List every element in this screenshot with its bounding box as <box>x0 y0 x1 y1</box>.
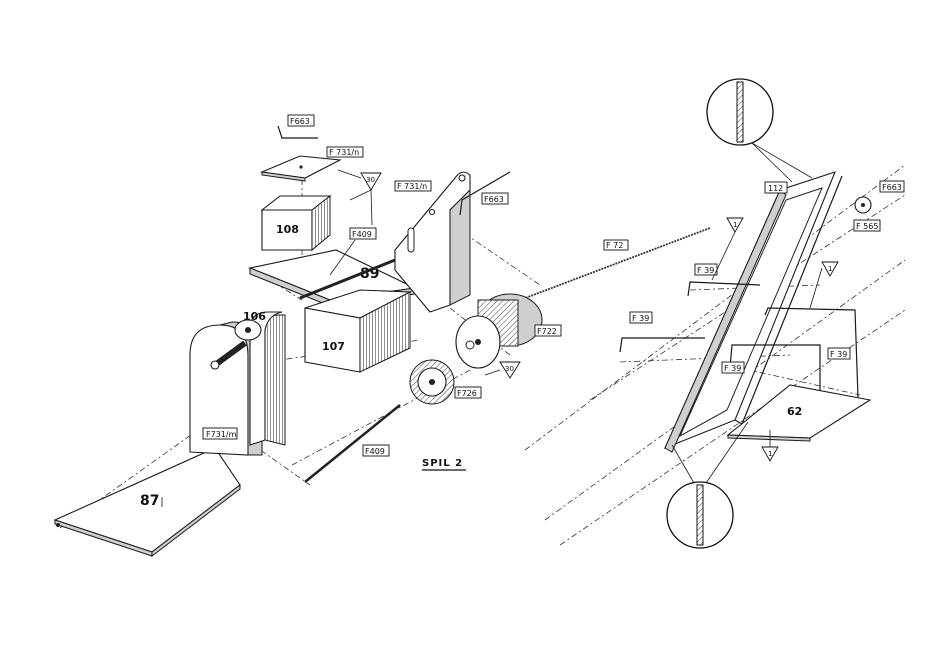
diagram-title: SPIL 2 <box>422 458 463 469</box>
part-f663-hook-a: F663 <box>278 115 318 138</box>
part-f72-rope: F 72 <box>520 228 710 300</box>
label-f72: F 72 <box>606 241 623 250</box>
part-87-board: 87 <box>55 448 240 556</box>
part-f409-rod-bottom: F409 <box>305 405 400 482</box>
svg-text:30: 30 <box>366 176 375 184</box>
part-108-block: 108 <box>262 196 330 250</box>
label-f722: F722 <box>537 327 557 336</box>
part-62-plate: 62 <box>728 385 870 441</box>
part-107-label: 107 <box>322 340 345 353</box>
part-f565-pulley: F663 F 565 <box>854 181 904 231</box>
part-106-label: 106 <box>243 310 266 323</box>
label-f565: F 565 <box>856 222 878 231</box>
label-f39-a: F 39 <box>697 266 714 275</box>
label-f663-b: F663 <box>484 195 504 204</box>
part-112-label: 112 <box>768 184 783 193</box>
qty-marker-1-right: 1 <box>810 262 838 308</box>
svg-text:30: 30 <box>505 365 514 373</box>
svg-text:1: 1 <box>828 265 832 273</box>
part-f731n-label-right: F 731/n <box>395 181 431 191</box>
part-87-label: 87 <box>140 493 159 509</box>
diagram-title-group: SPIL 2 <box>422 458 466 470</box>
label-f39-d: F 39 <box>830 350 847 359</box>
label-f409-bottom: F409 <box>365 447 385 456</box>
svg-text:1: 1 <box>733 221 737 229</box>
label-f663-a: F663 <box>290 117 310 126</box>
label-f39-b: F 39 <box>632 314 649 323</box>
svg-text:1: 1 <box>768 450 772 458</box>
part-62-label: 62 <box>787 405 802 418</box>
detail-circle-top <box>707 79 812 182</box>
qty-marker-1-left: 1 <box>712 218 743 280</box>
label-f39-c: F 39 <box>724 364 741 373</box>
label-f663-c: F663 <box>882 183 902 192</box>
label-f726: F726 <box>457 389 477 398</box>
qty-marker-30-top: 30 <box>338 170 381 225</box>
part-107-block: 107 <box>305 290 410 372</box>
part-f731n-plate: F 731/n <box>262 147 363 181</box>
qty-marker-30-bottom: 30 <box>485 362 520 378</box>
label-f731n-top: F 731/n <box>329 148 359 157</box>
label-f731m: F731/m <box>206 430 237 439</box>
part-f722-winch-drum: F722 <box>456 294 561 368</box>
svg-text:F 731/n: F 731/n <box>397 182 427 191</box>
part-108-label: 108 <box>276 223 299 236</box>
label-f409-top: F409 <box>352 230 372 239</box>
